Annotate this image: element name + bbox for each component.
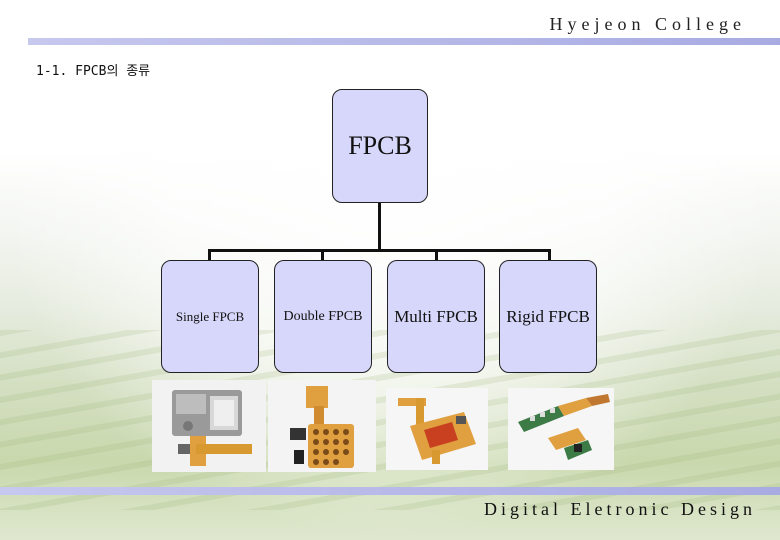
child-stem-single xyxy=(208,249,211,260)
footer-rule xyxy=(0,487,780,495)
header-rule xyxy=(28,38,780,45)
horizontal-bus xyxy=(208,249,551,252)
single-fpcb-photo xyxy=(152,380,266,472)
child-stem-rigid xyxy=(548,249,551,260)
node-double-fpcb: Double FPCB xyxy=(274,260,372,373)
child-stem-multi xyxy=(435,249,438,260)
root-stem xyxy=(378,203,381,250)
slide-heading: 1-1. FPCB의 종류 xyxy=(36,60,150,79)
multi-fpcb-photo xyxy=(386,388,488,470)
child-stem-double xyxy=(321,249,324,260)
rigid-fpcb-photo xyxy=(508,388,614,470)
node-rigid-fpcb: Rigid FPCB xyxy=(499,260,597,373)
double-fpcb-photo xyxy=(268,380,376,472)
node-multi-fpcb: Multi FPCB xyxy=(387,260,485,373)
node-single-fpcb: Single FPCB xyxy=(161,260,259,373)
footer-course-title: Digital Eletronic Design xyxy=(484,499,756,520)
root-node-fpcb: FPCB xyxy=(332,89,428,203)
college-name: Hyejeon College xyxy=(550,14,746,35)
